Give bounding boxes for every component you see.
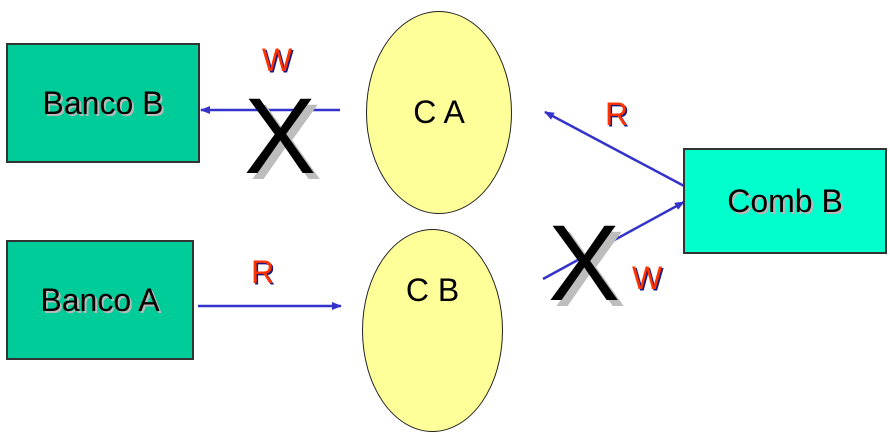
- node-c-a[interactable]: C A: [366, 11, 512, 214]
- node-comb-b[interactable]: Comb B: [683, 148, 887, 254]
- arrow-comb-b-to-ca: [544, 110, 687, 189]
- node-banco-a-label: Banco A: [40, 281, 160, 318]
- node-comb-b-label: Comb B: [727, 182, 843, 219]
- blocked-x-mark-cb-comb-b: X: [548, 202, 621, 323]
- edge-label-comb-b-ca: R: [605, 96, 629, 132]
- blocked-x-mark-ca-banco-b: X: [244, 75, 317, 196]
- edge-label-banco-a-cb: R: [251, 254, 275, 290]
- node-c-b-label: C B: [405, 272, 460, 308]
- node-banco-a[interactable]: Banco A: [6, 240, 194, 360]
- arrow-cb-to-comb-b: [542, 200, 685, 281]
- node-c-b[interactable]: C B: [362, 229, 503, 432]
- node-c-a-label: C A: [413, 94, 465, 130]
- node-banco-b-label: Banco B: [42, 84, 164, 121]
- node-banco-b[interactable]: Banco B: [6, 43, 200, 163]
- edge-label-ca-banco-b: W: [262, 42, 293, 78]
- edge-label-cb-comb-b: W: [632, 260, 663, 296]
